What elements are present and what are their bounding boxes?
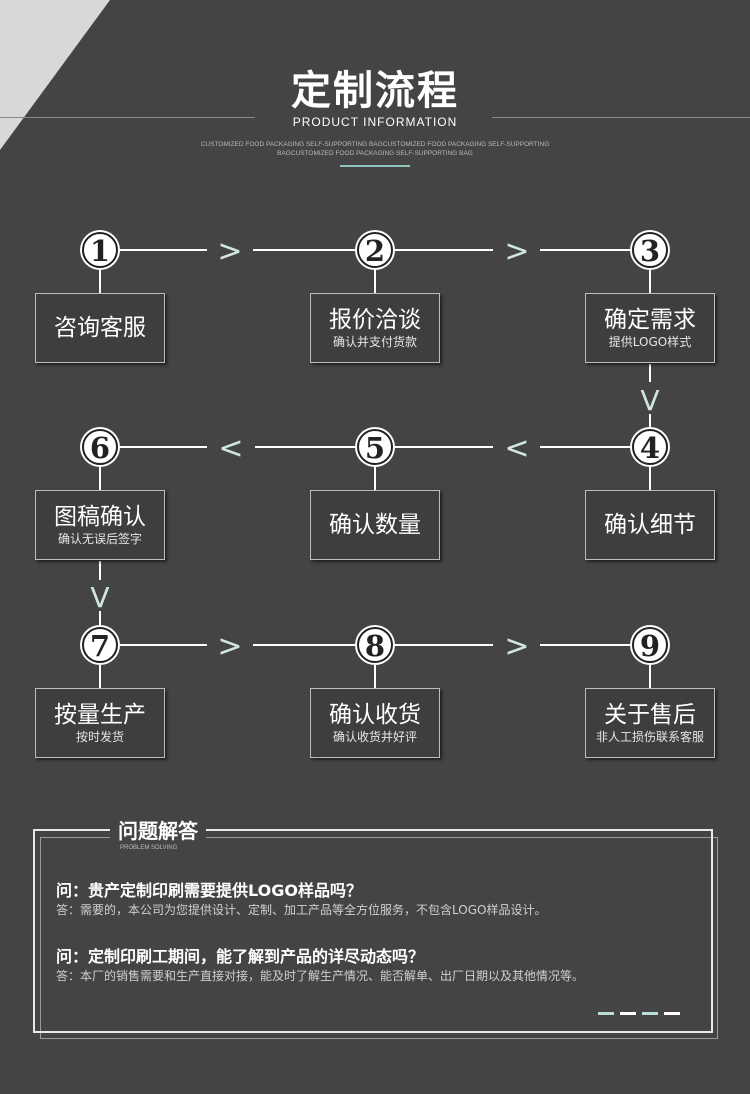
step-circle-3: 3 xyxy=(630,230,670,270)
step-number: 9 xyxy=(640,629,660,663)
dash-decoration-2 xyxy=(620,1012,636,1015)
step-subtitle: 提供LOGO样式 xyxy=(608,335,692,349)
step-title: 确认细节 xyxy=(604,512,696,538)
step-number: 7 xyxy=(90,629,110,663)
arrow-left-icon: < xyxy=(504,431,529,466)
step-title: 咨询客服 xyxy=(54,315,146,341)
step-circles: 1 2 3 4 5 6 7 8 9 xyxy=(80,230,670,665)
step-circle-8: 8 xyxy=(355,625,395,665)
step-title: 确认收货 xyxy=(329,702,421,728)
step-box-1: 咨询客服 xyxy=(35,293,165,363)
step-circle-2: 2 xyxy=(355,230,395,270)
arrow-down-icon: V xyxy=(90,581,109,614)
connector-lines xyxy=(99,249,651,688)
step-circle-1: 1 xyxy=(80,230,120,270)
step-box-3: 确定需求 提供LOGO样式 xyxy=(585,293,715,363)
tagline: CUSTOMIZED FOOD PACKAGING SELF-SUPPORTIN… xyxy=(200,140,550,158)
step-number: 1 xyxy=(90,234,110,268)
arrow-glyphs: > > < < > > V V xyxy=(90,234,659,664)
header-line-left xyxy=(0,117,255,118)
step-box-8: 确认收货 确认收货并好评 xyxy=(310,688,440,758)
qa-heading: 问题解答 PROBLEM SOLVING xyxy=(110,818,206,851)
step-circle-7: 7 xyxy=(80,625,120,665)
accent-bar xyxy=(340,165,410,167)
step-number: 3 xyxy=(640,234,660,268)
step-box-9: 关于售后 非人工损伤联系客服 xyxy=(585,688,715,758)
step-box-5: 确认数量 xyxy=(310,490,440,560)
header-line-right xyxy=(492,117,750,118)
tagline-line-2: BAGCUSTOMIZED FOOD PACKAGING SELF-SUPPOR… xyxy=(277,150,473,157)
process-flow-diagram: > > < < > > V V 1 2 3 4 5 6 7 8 9 xyxy=(80,230,670,688)
step-circle-9: 9 xyxy=(630,625,670,665)
step-subtitle: 确认并支付货款 xyxy=(332,335,417,349)
arrow-right-icon: > xyxy=(217,629,242,664)
step-title: 报价洽谈 xyxy=(329,307,421,333)
step-circle-6: 6 xyxy=(80,427,120,467)
arrow-right-icon: > xyxy=(504,234,529,269)
tagline-line-1: CUSTOMIZED FOOD PACKAGING SELF-SUPPORTIN… xyxy=(200,141,550,148)
dash-decoration-4 xyxy=(664,1012,680,1015)
step-box-2: 报价洽谈 确认并支付货款 xyxy=(310,293,440,363)
question-2: 问：定制印刷工期间，能了解到产品的详尽动态吗？ xyxy=(56,947,425,966)
step-number: 8 xyxy=(365,629,385,663)
step-box-7: 按量生产 按时发货 xyxy=(35,688,165,758)
step-number: 5 xyxy=(365,431,385,465)
page-title: 定制流程 xyxy=(291,68,459,114)
answer-2: 答：本厂的销售需要和生产直接对接，能及时了解生产情况、能否解单、出厂日期以及其他… xyxy=(56,969,585,983)
qa-subtitle: PROBLEM SOLVING xyxy=(120,845,178,851)
qa-frame-shadow xyxy=(40,837,718,1039)
step-box-6: 图稿确认 确认无误后签字 xyxy=(35,490,165,560)
step-subtitle: 非人工损伤联系客服 xyxy=(595,730,704,744)
step-subtitle: 按时发货 xyxy=(75,730,124,744)
step-title: 确定需求 xyxy=(604,307,696,333)
question-1: 问：贵产定制印刷需要提供LOGO样品吗？ xyxy=(56,881,362,900)
qa-title: 问题解答 xyxy=(118,819,198,843)
corner-decoration xyxy=(0,0,110,150)
step-title: 按量生产 xyxy=(54,702,146,728)
step-title: 图稿确认 xyxy=(54,504,146,530)
step-circle-5: 5 xyxy=(355,427,395,467)
dash-decoration-1 xyxy=(598,1012,614,1015)
step-number: 6 xyxy=(90,431,110,465)
step-title: 关于售后 xyxy=(604,702,696,728)
step-number: 2 xyxy=(365,234,385,268)
arrow-right-icon: > xyxy=(504,629,529,664)
step-number: 4 xyxy=(640,431,660,465)
dash-decoration-3 xyxy=(642,1012,658,1015)
step-subtitle: 确认收货并好评 xyxy=(332,730,417,744)
step-box-4: 确认细节 xyxy=(585,490,715,560)
page-subtitle: PRODUCT INFORMATION xyxy=(292,115,458,129)
qa-frame xyxy=(33,829,713,1033)
step-title: 确认数量 xyxy=(329,512,421,538)
arrow-left-icon: < xyxy=(218,431,243,466)
answer-1: 答：需要的，本公司为您提供设计、定制、加工产品等全方位服务，不包含LOGO样品设… xyxy=(56,903,547,917)
step-subtitle: 确认无误后签字 xyxy=(57,532,142,546)
step-circle-4: 4 xyxy=(630,427,670,467)
arrow-right-icon: > xyxy=(217,234,242,269)
arrow-down-icon: V xyxy=(640,384,659,417)
